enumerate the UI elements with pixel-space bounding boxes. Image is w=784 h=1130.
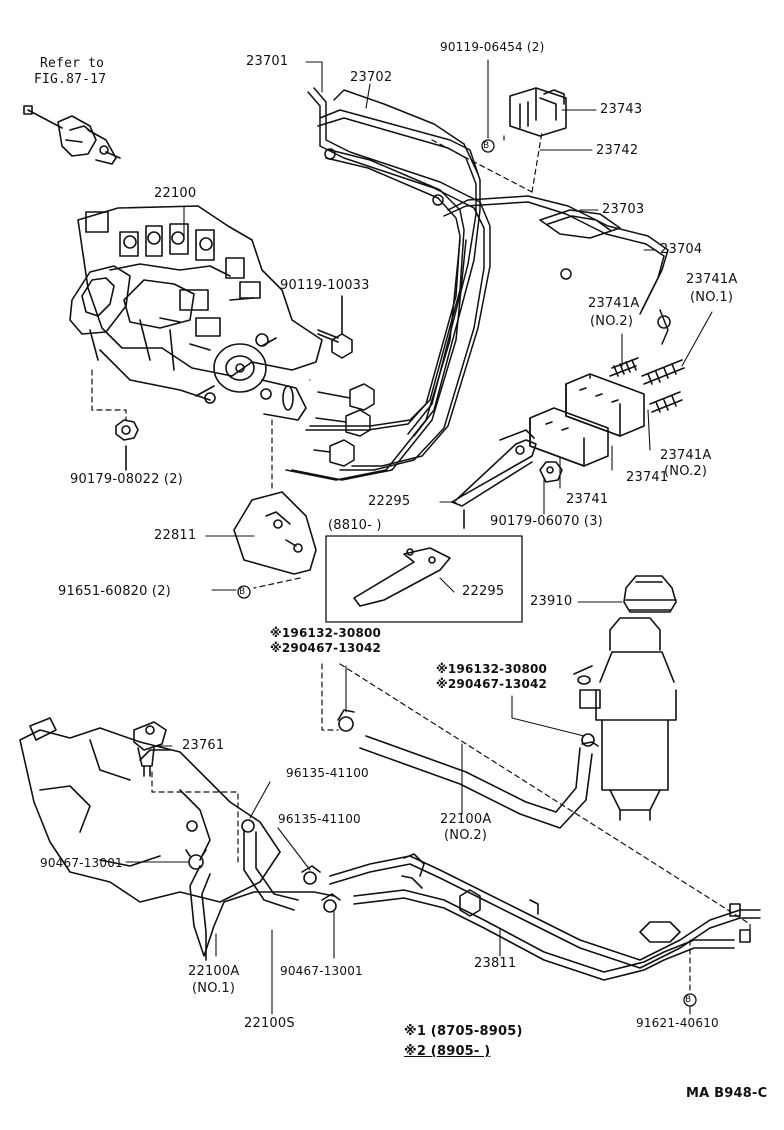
reference-b-label-top: B: [483, 141, 490, 151]
hose-clip-icon: [301, 865, 341, 913]
fuel-hose-icon: [337, 709, 599, 829]
part-23741a-no1: 23741A: [686, 272, 738, 287]
refer-note-line2: FIG.87-17: [34, 72, 107, 87]
pipe-clamp-block-icon: [529, 373, 645, 467]
fuel-hose-icon: [185, 819, 335, 961]
nut-icon: [539, 461, 563, 483]
part-90467-13001-upper: 90467-13001: [40, 856, 123, 870]
part-23761: 23761: [182, 738, 225, 753]
bracket-inset-icon: [353, 547, 451, 607]
part-23704: 23704: [660, 242, 703, 257]
part-90179-08022: 90179-08022 (2): [70, 472, 183, 487]
valve-icon: [23, 105, 121, 165]
nut-icon: [115, 419, 139, 471]
part-90467-13001-lower: 90467-13001: [280, 964, 363, 978]
injection-pump-icon: [69, 205, 323, 421]
pump-bracket-icon: [233, 491, 317, 575]
injection-pipe-set-icon: [285, 87, 671, 481]
legend-line-2: ※2 (8905- ): [404, 1044, 491, 1059]
part-23741a-no2-bottom: 23741A: [660, 448, 712, 463]
part-23742: 23742: [596, 143, 639, 158]
part-23741a-no2-bottom-sub: (NO.2): [664, 464, 708, 479]
note-right-2: ※290467-13042: [436, 677, 548, 691]
filter-cap-icon: [623, 575, 677, 613]
part-96135-41100-lower: 96135-41100: [278, 812, 361, 826]
part-23741a-no2-top: 23741A: [588, 296, 640, 311]
part-23741-lower: 23741: [566, 492, 609, 507]
part-90119-10033: 90119-10033: [280, 278, 370, 293]
part-91621-40610: 91621-40610: [636, 1016, 719, 1030]
note-right-1: ※196132-30800: [436, 662, 548, 676]
bolt-icon: [317, 295, 353, 359]
note-left-1: ※196132-30800: [270, 626, 382, 640]
part-91651-60820: 91651-60820 (2): [58, 584, 171, 599]
reference-b-label-mid: B: [239, 587, 246, 597]
part-23741a-no1-sub: (NO.1): [690, 290, 734, 305]
part-23910: 23910: [530, 594, 573, 609]
part-22100a-no1: 22100A: [188, 964, 240, 979]
part-23743: 23743: [600, 102, 643, 117]
engine-block-icon: [19, 717, 281, 903]
part-23703: 23703: [602, 202, 645, 217]
refer-note-line1: Refer to: [40, 56, 105, 71]
clamp-icon: [509, 87, 567, 137]
stud-bolt-icon: [609, 357, 685, 413]
part-22100a-no2: 22100A: [440, 812, 492, 827]
legend-line-1: ※1 (8705-8905): [404, 1024, 523, 1039]
part-22100: 22100: [154, 186, 197, 201]
part-90119-06454: 90119-06454 (2): [440, 40, 545, 54]
part-22295-upper: 22295: [368, 494, 411, 509]
sensor-icon: [133, 721, 167, 777]
fuel-filter-icon: [573, 617, 677, 821]
part-90179-06070: 90179-06070 (3): [490, 514, 603, 529]
part-22100a-no2-sub: (NO.2): [444, 828, 488, 843]
note-left-2: ※290467-13042: [270, 641, 382, 655]
part-23811: 23811: [474, 956, 517, 971]
inset-date-range: (8810- ): [328, 518, 382, 533]
part-23741a-no2-top-sub: (NO.2): [590, 314, 634, 329]
part-23702: 23702: [350, 70, 393, 85]
pipe-clamp-icon: [539, 209, 621, 239]
leader-lines: [125, 59, 713, 1015]
part-23701: 23701: [246, 54, 289, 69]
bracket-icon: [451, 429, 537, 529]
figure-code: MA B948-C: [686, 1086, 768, 1101]
part-23741-upper: 23741: [626, 470, 669, 485]
part-22100a-no1-sub: (NO.1): [192, 981, 236, 996]
part-96135-41100-upper: 96135-41100: [286, 766, 369, 780]
reference-b-icon: [237, 139, 697, 1007]
part-22100s: 22100S: [244, 1016, 295, 1031]
part-22811: 22811: [154, 528, 197, 543]
part-22295-inset: 22295: [462, 584, 505, 599]
fuel-pipe-assy-icon: [329, 853, 761, 981]
reference-b-label-bottom: B: [685, 995, 692, 1005]
